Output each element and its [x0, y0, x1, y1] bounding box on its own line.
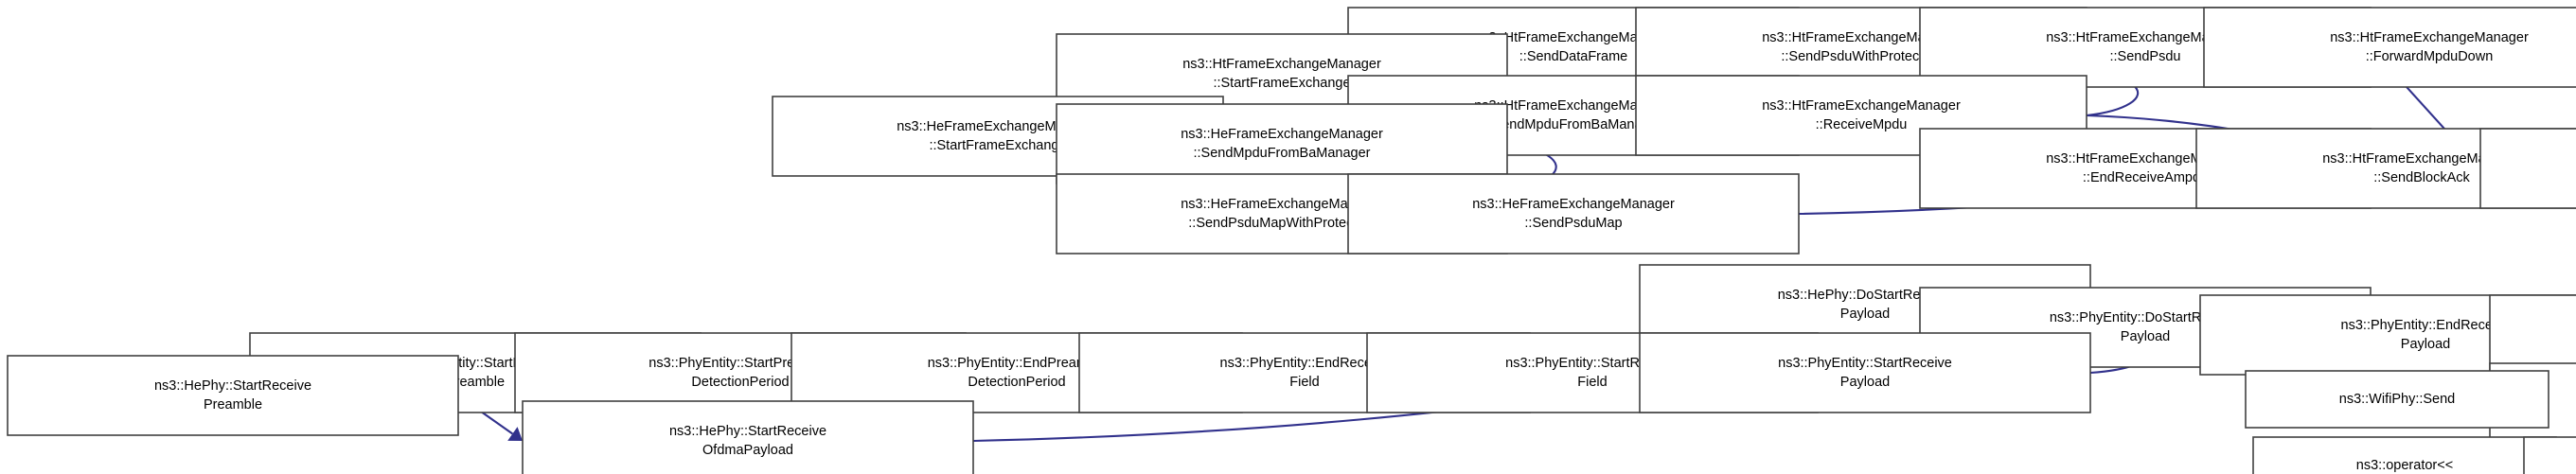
node-label-line-2: DetectionPeriod — [691, 375, 789, 390]
node-box[interactable] — [1056, 103, 1508, 184]
node-label-line-1: ns3::HePhy::DoStartReceive — [1778, 288, 1953, 303]
node-box[interactable] — [2203, 7, 2576, 88]
graph-node-ns3-wifiphy-notifymonitor-sniffrx[interactable]: ns3::WifiPhy::NotifyMonitorSniffRx — [2489, 294, 2576, 376]
node-label-line-2: Field — [1289, 375, 1319, 390]
node-box[interactable] — [2489, 294, 2576, 376]
graph-node-ns3-heframeexchangemanager-sendmpdufrombamanager[interactable]: ns3::HeFrameExchangeManager::SendMpduFro… — [1056, 103, 1508, 184]
node-label-line-1: ns3::HtFrameExchangeManager — [2046, 30, 2245, 45]
node-label-line-1: ns3::HtFrameExchangeManager — [2330, 30, 2529, 45]
node-label-line-2: ::ReceiveMpdu — [1816, 117, 1908, 132]
node-label-line-2: ::ForwardMpduDown — [2366, 49, 2494, 64]
node-label-line-2: ::StartFrameExchange — [1213, 76, 1350, 91]
node-label-line-1: ns3::operator<< — [2356, 458, 2453, 473]
graph-node-ns3-wifiphy-send[interactable]: ns3::WifiPhy::Send — [2245, 370, 2549, 429]
node-label-line-2: ::SendPsduMap — [1524, 216, 1622, 231]
node-label-line-1: ns3::WifiPhy::Send — [2339, 392, 2456, 407]
node-label-line-1: ns3::HeFrameExchangeManager — [1181, 127, 1383, 142]
node-label-line-2: ::SendBlockAck — [2373, 170, 2470, 185]
node-box[interactable] — [2245, 370, 2549, 429]
node-label-line-1: ns3::PhyEntity::StartPreamble — [648, 356, 831, 371]
node-label-line-1: ns3::HePhy::StartReceive — [669, 424, 826, 439]
node-box[interactable] — [522, 400, 974, 474]
node-label-line-1: ns3::HtFrameExchangeManager — [2322, 151, 2521, 167]
node-label-line-1: ns3::PhyEntity::StartReceive — [1505, 356, 1679, 371]
node-box[interactable] — [2252, 436, 2557, 474]
node-label-line-1: ns3::HtFrameExchangeManager — [1182, 57, 1381, 72]
arrow-head-n25-to-n29 — [507, 427, 523, 441]
node-label-line-2: ::SendPsduWithProtection — [1781, 49, 1941, 64]
node-label-line-1: ns3::HtFrameExchangeManager — [1762, 98, 1961, 114]
node-label-line-1: ns3::HtFrameExchangeManager — [1474, 30, 1673, 45]
graph-node-ns3-htframeexchangemanager-forwardmpdudown[interactable]: ns3::HtFrameExchangeManager::ForwardMpdu… — [2203, 7, 2576, 88]
node-box[interactable] — [1347, 173, 1800, 255]
node-label-line-1: ns3::HtFrameExchangeManager — [1762, 30, 1961, 45]
node-label-line-1: ns3::HtFrameExchangeManager — [2046, 151, 2245, 167]
node-label-line-2: Preamble — [204, 397, 262, 413]
node-label-line-2: Payload — [1840, 375, 1890, 390]
graph-node-ns3-operator[interactable]: ns3::operator<< — [2252, 436, 2557, 474]
node-label-line-1: ns3::HePhy::StartReceive — [154, 378, 311, 394]
graph-node-ns3-wifipsdu-print[interactable]: ns3::WifiPsdu::Print — [2523, 436, 2576, 474]
graph-node-ns3-htframeexchangemanager-forwardpsdudown[interactable]: ns3::HtFrameExchangeManager::ForwardPsdu… — [2479, 128, 2576, 209]
node-label-line-2: ::SendMpduFromBaManager — [1485, 117, 1662, 132]
node-label-line-1: ns3::HtFrameExchangeManager — [1474, 98, 1673, 114]
node-label-line-2: Payload — [2121, 329, 2170, 344]
graph-node-ns3-heframeexchangemanager-sendpsdumap[interactable]: ns3::HeFrameExchangeManager::SendPsduMap — [1347, 173, 1800, 255]
node-label-line-2: ::SendDataFrame — [1519, 49, 1627, 64]
node-label-line-2: ::StartFrameExchange — [929, 138, 1066, 153]
node-label-line-1: ns3::HeFrameExchangeManager — [1472, 197, 1675, 212]
node-label-line-2: ::SendMpduFromBaManager — [1194, 146, 1371, 161]
node-label-line-2: Preamble — [446, 375, 505, 390]
node-label-line-2: OfdmaPayload — [702, 443, 793, 458]
node-box[interactable] — [2523, 436, 2576, 474]
node-box[interactable] — [2479, 128, 2576, 209]
node-layer: ns3::HtFrameExchangeManager::SendDataFra… — [7, 7, 2576, 474]
node-label-line-1: ns3::PhyEntity::EndReceive — [1220, 356, 1390, 371]
node-label-line-2: ::EndReceiveAmpdu — [2083, 170, 2208, 185]
node-label-line-2: ::SendPsduMapWithProtection — [1188, 216, 1375, 231]
node-box[interactable] — [1639, 332, 2091, 413]
node-box[interactable] — [7, 355, 459, 436]
node-label-line-2: Field — [1577, 375, 1607, 390]
node-label-line-1: ns3::PhyEntity::EndReceive — [2341, 318, 2511, 333]
node-label-line-1: ns3::PhyEntity::DoStartReceive — [2050, 310, 2241, 325]
node-label-line-2: Payload — [2401, 337, 2450, 352]
node-label-line-1: ns3::PhyEntity::StartReceive — [1778, 356, 1952, 371]
node-label-line-2: ::SendPsdu — [2110, 49, 2181, 64]
node-label-line-1: ns3::HeFrameExchangeManager — [897, 119, 1099, 134]
node-label-line-1: ns3::PhyEntity::EndPreamble — [928, 356, 1107, 371]
node-label-line-2: Payload — [1840, 307, 1890, 322]
node-label-line-2: DetectionPeriod — [968, 375, 1065, 390]
node-label-line-1: ns3::HeFrameExchangeManager — [1181, 197, 1383, 212]
